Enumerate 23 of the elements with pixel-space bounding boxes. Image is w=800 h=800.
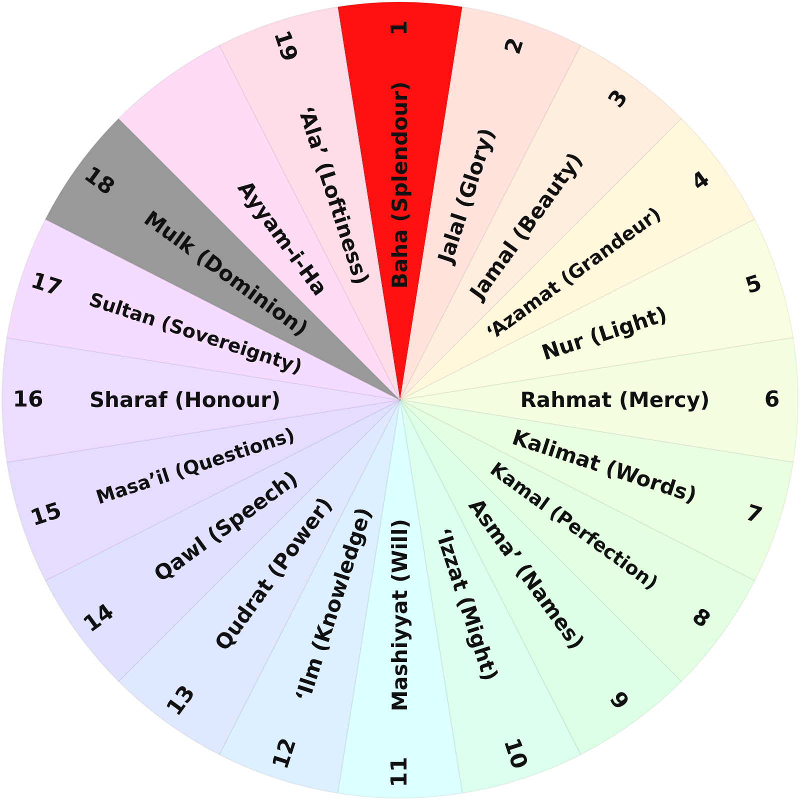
month-number: 1 bbox=[388, 20, 412, 36]
month-number: 7 bbox=[742, 500, 765, 530]
month-number: 2 bbox=[500, 35, 530, 58]
month-name: Mashiyyat (Will) bbox=[388, 518, 412, 712]
month-number: 14 bbox=[79, 600, 119, 638]
month-name: Baha (Splendour) bbox=[388, 81, 412, 289]
month-number: 13 bbox=[162, 681, 200, 721]
month-number: 3 bbox=[604, 86, 634, 113]
month-number: 19 bbox=[268, 28, 302, 65]
month-number: 12 bbox=[268, 735, 302, 772]
month-number: 10 bbox=[498, 735, 532, 772]
month-name: Rahmat (Mercy) bbox=[520, 388, 710, 412]
month-number: 11 bbox=[388, 756, 412, 788]
month-number: 16 bbox=[12, 388, 44, 412]
month-number: 18 bbox=[79, 162, 119, 200]
month-number: 5 bbox=[742, 270, 765, 300]
month-name: Sharaf (Honour) bbox=[89, 388, 281, 412]
month-number: 17 bbox=[28, 268, 65, 302]
month-number: 6 bbox=[764, 388, 780, 412]
month-number: 8 bbox=[687, 604, 714, 634]
month-number: 15 bbox=[28, 498, 65, 532]
month-number: 4 bbox=[687, 166, 714, 196]
month-number: 9 bbox=[604, 687, 634, 714]
